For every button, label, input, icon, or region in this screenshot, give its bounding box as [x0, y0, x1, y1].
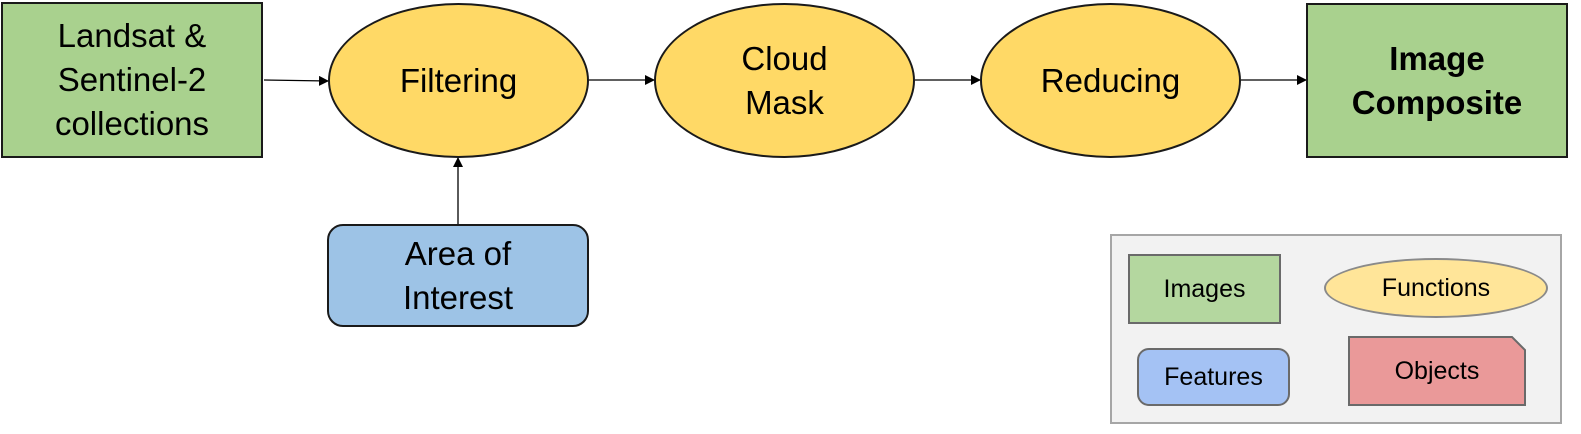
- legend-features-label: Features: [1164, 362, 1263, 391]
- area-of-interest-node: Area of Interest: [327, 224, 589, 327]
- legend-images-label: Images: [1163, 274, 1246, 303]
- image-composite-label: Image Composite: [1351, 39, 1523, 121]
- landsat-sentinel-collections-node: Landsat & Sentinel-2 collections: [1, 2, 263, 158]
- arrow-landsat-to-filtering: [263, 75, 329, 86]
- landsat-sentinel-label: Landsat & Sentinel-2 collections: [54, 17, 210, 142]
- reducing-node: Reducing: [980, 3, 1241, 158]
- legend-objects-swatch: Objects: [1348, 336, 1526, 406]
- legend-images-swatch: Images: [1128, 254, 1281, 324]
- image-composite-node: Image Composite: [1306, 3, 1568, 158]
- cloud-mask-node: Cloud Mask: [654, 3, 915, 158]
- legend-functions-swatch: Functions: [1324, 258, 1548, 318]
- filtering-node: Filtering: [328, 3, 589, 158]
- cloud-mask-label: Cloud Mask: [741, 39, 828, 121]
- filtering-label: Filtering: [399, 61, 518, 99]
- legend-objects-label: Objects: [1394, 356, 1480, 385]
- legend-functions-label: Functions: [1381, 273, 1491, 302]
- objects-folded-corner-shape: [1348, 336, 1526, 406]
- legend-features-swatch: Features: [1137, 348, 1290, 406]
- legend: Images Functions Features Objects: [1110, 234, 1562, 424]
- area-of-interest-label: Area of Interest: [402, 234, 514, 316]
- reducing-label: Reducing: [1040, 61, 1181, 99]
